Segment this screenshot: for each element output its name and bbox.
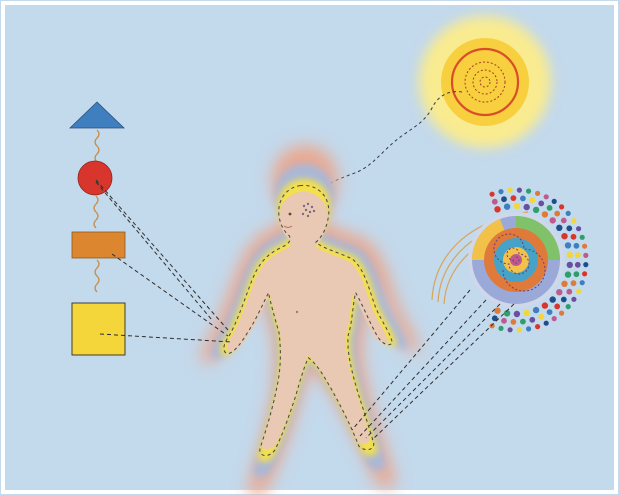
- dot: [576, 226, 581, 231]
- dot: [504, 204, 510, 210]
- dot: [556, 289, 562, 295]
- dot: [566, 211, 571, 216]
- dot: [561, 297, 567, 303]
- dot: [533, 307, 539, 313]
- dot: [517, 188, 522, 193]
- dot: [542, 211, 548, 217]
- dot: [561, 281, 567, 287]
- dot: [583, 253, 588, 258]
- dot: [544, 321, 549, 326]
- dot: [565, 242, 571, 248]
- dot: [575, 262, 581, 268]
- dot: [492, 199, 498, 205]
- dot: [559, 204, 564, 209]
- dot: [567, 252, 573, 258]
- circle-icon: [78, 161, 112, 195]
- dot: [494, 206, 500, 212]
- dot: [498, 189, 503, 194]
- dot: [571, 218, 576, 223]
- dot: [501, 196, 507, 202]
- dot: [533, 207, 539, 213]
- dot: [576, 289, 581, 294]
- dot: [574, 271, 580, 277]
- dot: [520, 319, 526, 325]
- dot: [526, 189, 531, 194]
- dot: [535, 324, 540, 329]
- dot: [526, 326, 531, 331]
- dot: [571, 234, 577, 240]
- sun-icon: [419, 16, 551, 148]
- dot: [517, 327, 522, 332]
- dot: [554, 211, 560, 217]
- dot: [520, 196, 526, 202]
- dot: [498, 326, 503, 331]
- dot: [538, 201, 544, 207]
- dot: [582, 271, 587, 276]
- dot: [514, 311, 520, 317]
- dot: [567, 262, 573, 268]
- dot: [514, 203, 520, 209]
- dot: [580, 280, 585, 285]
- dot: [552, 316, 557, 321]
- dot: [554, 304, 560, 310]
- dot: [550, 217, 556, 223]
- dot: [552, 199, 557, 204]
- dot: [566, 304, 571, 309]
- dot: [547, 309, 553, 315]
- dot: [575, 252, 581, 258]
- dot: [559, 311, 564, 316]
- rectangle-icon: [72, 232, 125, 258]
- dot: [490, 323, 495, 328]
- dot: [511, 195, 517, 201]
- dot: [550, 296, 556, 302]
- dot: [556, 225, 562, 231]
- dot: [524, 310, 530, 316]
- square-icon: [72, 303, 125, 355]
- dot: [501, 318, 507, 324]
- dot: [544, 194, 549, 199]
- dot: [580, 235, 585, 240]
- dot: [529, 197, 535, 203]
- dot: [511, 319, 517, 325]
- dot: [529, 317, 535, 323]
- dot: [494, 308, 500, 314]
- dot: [566, 225, 572, 231]
- dot: [582, 244, 587, 249]
- dot: [566, 289, 572, 295]
- dot: [542, 302, 548, 308]
- dot: [547, 205, 553, 211]
- dot: [508, 188, 513, 193]
- dot: [571, 297, 576, 302]
- dot: [490, 192, 495, 197]
- dot: [583, 262, 588, 267]
- dot: [574, 243, 580, 249]
- dot: [571, 280, 577, 286]
- dot: [535, 191, 540, 196]
- dot: [524, 204, 530, 210]
- dot: [561, 218, 567, 224]
- dot: [561, 233, 567, 239]
- dot: [565, 271, 571, 277]
- dot: [508, 327, 513, 332]
- dot: [538, 314, 544, 320]
